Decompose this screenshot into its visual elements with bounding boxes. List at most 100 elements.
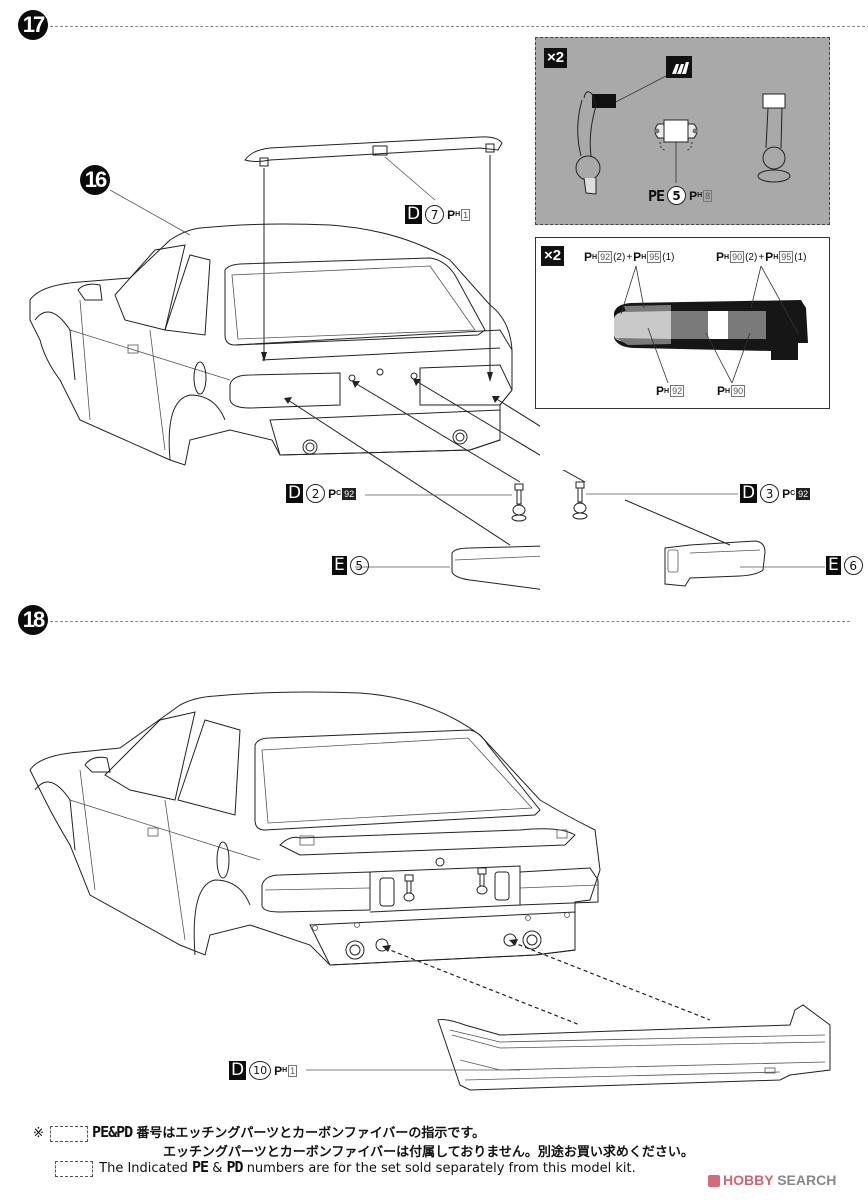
paint-number: 95 xyxy=(647,251,662,263)
paint-sub: H xyxy=(664,387,670,395)
paint-prefix: P xyxy=(656,384,665,398)
dashed-box-icon xyxy=(49,1125,88,1142)
callout-lamp-e5: E 5 xyxy=(332,556,369,575)
plus-sign: + xyxy=(626,251,633,263)
paint-number: 8 xyxy=(703,189,713,202)
paint-sub: H xyxy=(773,253,779,261)
part-number: 5 xyxy=(349,556,369,575)
part-number: 2 xyxy=(306,484,326,503)
plus-sign: + xyxy=(758,251,765,263)
step18-car-drawing xyxy=(29,691,831,1091)
stay-part-left xyxy=(511,483,527,522)
paint-prefix: P xyxy=(584,250,593,264)
step-number-badge: 18 xyxy=(18,605,48,635)
part-number: 5 xyxy=(667,186,687,205)
reference-mark: ※ xyxy=(33,1126,44,1141)
paint-number: 92 xyxy=(598,251,613,263)
installed-stay-right xyxy=(476,867,488,895)
paint-number: 92 xyxy=(342,487,357,500)
paint-prefix: P xyxy=(689,188,698,203)
lamp-painting-drawing xyxy=(614,265,808,384)
part-tree-letter: E xyxy=(826,555,841,575)
paint-prefix: P xyxy=(328,486,337,501)
paint-prefix: P xyxy=(716,250,725,264)
paint-qty: (2) xyxy=(745,251,758,263)
callout-lamp-e6: E 6 xyxy=(826,556,863,575)
dashed-box-icon xyxy=(55,1160,93,1177)
tail-lamp-left-part xyxy=(451,545,540,590)
paint-number: 95 xyxy=(779,251,794,263)
paint-sub: H xyxy=(592,253,598,261)
multiplier-badge: ×2 xyxy=(541,246,565,266)
pe-label: PE xyxy=(648,186,665,205)
paint-sub: H xyxy=(641,253,647,261)
tail-lamp-right-part xyxy=(664,540,766,587)
footnote-jp-line2: エッチングパーツとカーボンファイバーは付属しておりません。別途お買い求めください… xyxy=(163,1145,694,1160)
part-tree-letter: E xyxy=(332,555,347,575)
pe-pd-logo: PE&PD xyxy=(92,1123,133,1141)
paint-sub: H xyxy=(697,192,703,199)
part-number: 6 xyxy=(843,556,863,575)
paint-sub: C xyxy=(790,490,796,497)
watermark-suffix: SEARCH xyxy=(777,1172,837,1188)
part-tree-letter: D xyxy=(229,1060,247,1080)
paint-qty: (2) xyxy=(613,251,626,263)
step-divider xyxy=(50,621,850,622)
paint-number: 92 xyxy=(796,487,811,500)
ampersand: & xyxy=(212,1161,223,1176)
footnote-en-line: The Indicated PE & PD numbers are for th… xyxy=(55,1158,636,1177)
footnote-en-suffix: numbers are for the set sold separately … xyxy=(246,1161,636,1176)
paint-number: 1 xyxy=(461,208,471,221)
part-tree-letter: D xyxy=(405,204,423,224)
part-tree-letter: D xyxy=(740,483,758,503)
paint-prefix: P xyxy=(447,207,456,222)
footnote-en-prefix: The Indicated xyxy=(99,1161,188,1176)
paint-number: 90 xyxy=(731,385,746,397)
pe-logo: PE xyxy=(192,1158,209,1176)
part-number: 7 xyxy=(425,205,445,224)
watermark-logo: HOBBY SEARCH xyxy=(708,1172,836,1188)
step-number-badge: 17 xyxy=(18,10,48,40)
paint-number: 92 xyxy=(670,385,685,397)
footnote-jp-line1: ※ PE&PD 番号はエッチングパーツとカーボンファイバーの指示です。 xyxy=(33,1122,485,1142)
paint-number: 90 xyxy=(730,251,745,263)
spoiler-part xyxy=(244,136,503,162)
paint-prefix: P xyxy=(782,486,791,501)
paint-prefix: P xyxy=(274,1063,283,1078)
paint-prefix: P xyxy=(717,384,726,398)
paint-sub: H xyxy=(282,1067,288,1074)
paint-qty: (1) xyxy=(662,251,675,263)
paint-qty: (1) xyxy=(794,251,807,263)
stay-detail-drawing xyxy=(575,56,791,195)
part-number: 10 xyxy=(249,1061,272,1080)
part-tree-letter: D xyxy=(286,483,304,503)
installed-stay-left xyxy=(403,874,415,902)
paint-prefix: P xyxy=(633,250,642,264)
watermark-brand: HOBBY xyxy=(723,1172,774,1188)
paint-sub: C xyxy=(336,490,342,497)
step-divider xyxy=(50,26,868,27)
step17-right-parts xyxy=(562,470,825,587)
part-number: 3 xyxy=(760,484,780,503)
multiplier-badge: ×2 xyxy=(544,48,568,68)
reference-step-badge: 16 xyxy=(80,165,110,195)
paint-sub: H xyxy=(724,253,730,261)
paint-sub: H xyxy=(455,211,461,218)
rear-bumper-part xyxy=(437,1004,831,1091)
pd-logo: PD xyxy=(226,1158,243,1176)
